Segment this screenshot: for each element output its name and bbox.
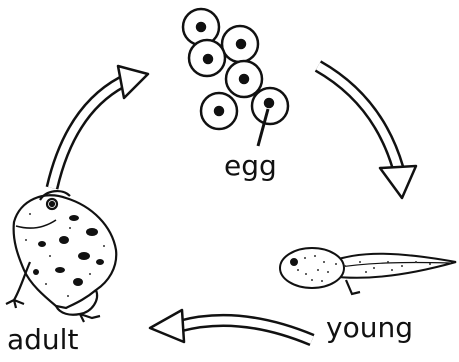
egg-cluster xyxy=(183,9,288,129)
stage-label-young: young xyxy=(326,314,413,342)
frog-illustration xyxy=(6,191,116,322)
egg xyxy=(222,26,258,62)
egg xyxy=(252,88,288,124)
egg xyxy=(183,9,219,45)
cycle-arrow-egg-to-young xyxy=(318,66,416,198)
stage-label-adult: adult xyxy=(7,326,78,354)
cycle-arrow-adult-to-egg xyxy=(52,66,148,188)
cycle-arrow-young-to-adult xyxy=(150,310,312,342)
egg xyxy=(201,93,237,129)
egg xyxy=(226,61,262,97)
stage-label-egg: egg xyxy=(224,152,277,180)
tadpole-illustration xyxy=(280,248,456,294)
egg xyxy=(189,40,225,76)
